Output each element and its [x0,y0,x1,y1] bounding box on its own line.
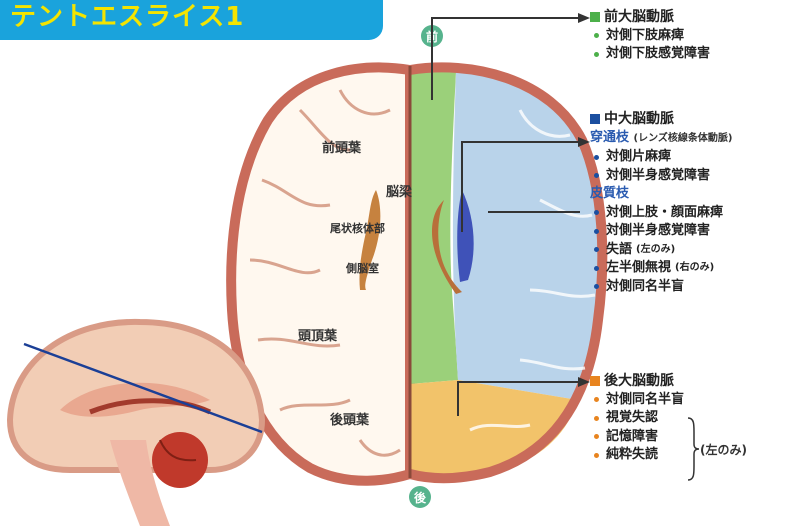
cortical-item: 失語 (左のみ) [590,241,733,260]
pca-item: 対側同名半盲 [590,391,684,410]
perforating-item: 対側半身感覚障害 [590,167,733,186]
aca-marker [590,12,600,23]
label-corpus-callosum: 脳梁 [386,184,413,200]
mca-title: 中大脳動脈 [604,111,674,127]
pca-leader [457,381,578,416]
slice-plane-line [23,342,263,434]
right-hemisphere-outline [408,62,608,484]
cortical-item: 対側同名半盲 [590,278,733,297]
left-hemisphere [226,62,415,486]
leader-arrowheads [578,13,590,387]
cortical-item: 対側半身感覚障害 [590,222,733,241]
pca-group-note: (左のみ) [700,443,747,457]
left-lateral-ventricle [359,190,381,290]
pca-item: 純粋失読 [590,446,684,465]
label-caudate-body: 尾状核体部 [329,221,385,235]
sagittal-brain-inset [6,318,266,526]
perforating-item: 対側片麻痺 [590,148,733,167]
cortical-item: 対側上肢・顔面麻痺 [590,204,733,223]
cortical-item: 左半側無視 (右のみ) [590,259,733,278]
title-banner: テントエスライス1 [0,0,383,40]
pca-title: 後大脳動脈 [604,373,674,389]
perforating-leader [461,141,580,232]
pca-legend: 後大脳動脈 対側同名半盲 視覚失認 記憶障害 純粋失読 [590,372,684,465]
aca-leader [431,17,578,100]
mca-heading: 中大脳動脈 [590,110,733,129]
mca-territory [452,71,601,401]
brain-labels: 前頭葉 脳梁 尾状核体部 側脳室 頭頂葉 後頭葉 [298,140,413,428]
label-parietal-lobe: 頭頂葉 [298,328,338,344]
leader-lines [431,17,580,416]
cortical-branch: 皮質枝 [590,186,630,201]
aca-heading: 前大脳動脈 [590,8,710,27]
aca-title: 前大脳動脈 [604,9,674,25]
pca-marker [590,376,600,387]
mca-legend: 中大脳動脈 穿通枝 (レンズ核線条体動脈) 対側片麻痺 対側半身感覚障害 皮質枝… [590,110,733,296]
aca-item: 対側下肢感覚障害 [590,45,710,64]
back-badge [409,486,431,508]
pca-item: 記憶障害 [590,428,684,447]
label-lateral-ventricle: 側脳室 [345,261,379,275]
mca-marker [590,114,600,125]
left-sulci [249,89,401,457]
right-lateral-ventricle [432,200,462,294]
label-frontal-lobe: 前頭葉 [322,140,362,156]
pca-item: 視覚失認 [590,409,684,428]
pca-group-brace [687,417,700,481]
label-occipital-lobe: 後頭葉 [330,412,370,428]
back-badge-label: 後 [414,490,427,505]
perforating-branch: 穿通枝 (レンズ核線条体動脈) [590,129,733,145]
pca-heading: 後大脳動脈 [590,372,684,391]
aca-legend: 前大脳動脈 対側下肢麻痺 対側下肢感覚障害 [590,8,710,64]
aca-item: 対側下肢麻痺 [590,27,710,46]
right-sulci [469,109,596,432]
